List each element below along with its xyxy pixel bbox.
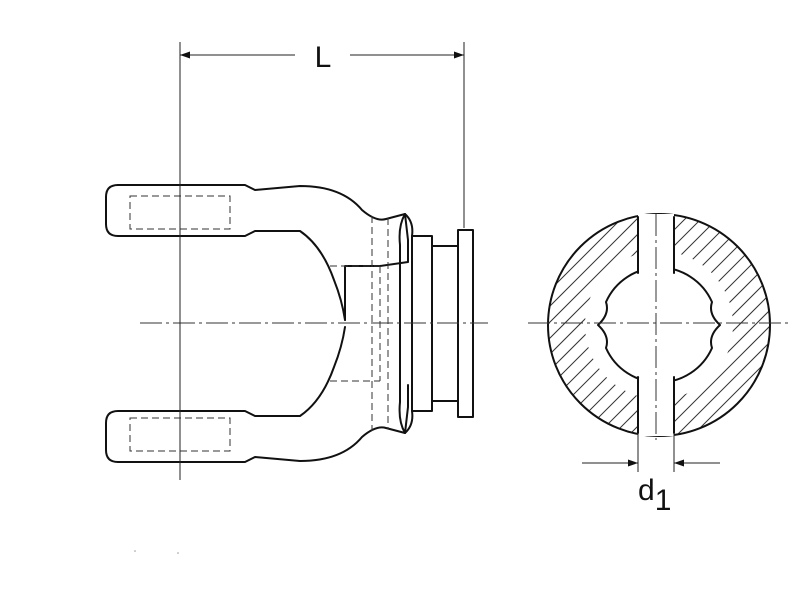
speck <box>177 552 179 554</box>
hatch-line <box>548 214 579 436</box>
hatch-line <box>707 214 770 436</box>
hatch-line <box>548 214 563 436</box>
hatch-line <box>723 214 770 436</box>
speck <box>134 550 136 552</box>
hatch-line <box>643 214 770 436</box>
hatch-line <box>324 214 546 436</box>
hatch-line <box>548 214 627 436</box>
section-hatching <box>324 214 800 436</box>
section-inner-bore <box>597 266 721 384</box>
hatch-line <box>548 214 659 436</box>
hatch-line <box>691 214 770 436</box>
length-dimension: L <box>179 41 465 228</box>
hatch-line <box>659 214 770 436</box>
hatch-line <box>788 214 800 436</box>
hatch-line <box>772 214 800 436</box>
hatch-line <box>548 214 611 436</box>
splined-bore-hidden <box>330 216 389 431</box>
hatch-line <box>548 214 723 436</box>
diameter-subscript: 1 <box>655 484 672 517</box>
lower-yoke-ear <box>117 384 409 463</box>
length-dimension-label: L <box>315 41 332 74</box>
hatch-line <box>548 214 595 436</box>
upper-yoke-ear <box>117 184 409 321</box>
hatch-line <box>548 214 643 436</box>
hatch-line <box>755 214 770 436</box>
hatch-line <box>675 214 770 436</box>
cross-section-view <box>324 213 800 440</box>
hatch-line <box>548 214 739 436</box>
diameter-dimension-label: d1 <box>638 474 671 517</box>
yoke-side-view <box>105 160 488 480</box>
diameter-dimension: d1 <box>582 433 720 517</box>
hatch-line <box>579 214 770 436</box>
